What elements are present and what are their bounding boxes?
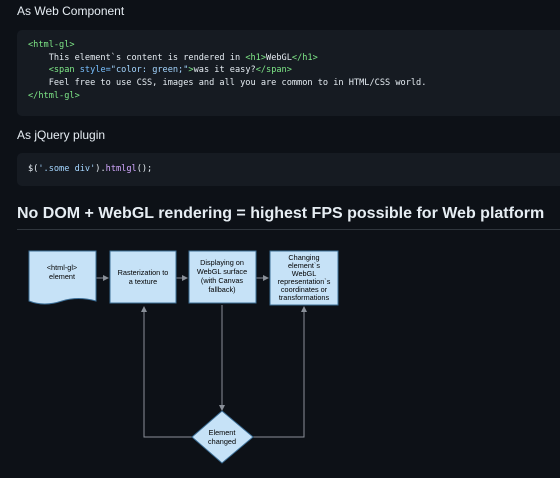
edge-changed-to-changing <box>253 306 307 438</box>
code-token: </html-gl> <box>28 90 80 101</box>
node-label: (with Canvas <box>201 276 244 285</box>
code-token: <span <box>48 65 75 76</box>
node-label: Rasterization to <box>118 268 169 277</box>
node-label: a texture <box>129 277 157 286</box>
node-changing: Changing element`s WebGL representation`… <box>269 250 339 306</box>
node-label: element <box>49 272 75 281</box>
node-label: WebGL surface <box>197 267 247 276</box>
code-line-1: $('.some div').htmlgl(); <box>28 163 560 176</box>
code-token: htmlgl <box>105 164 137 174</box>
diagram-section-heading: No DOM + WebGL rendering = highest FPS p… <box>17 205 545 222</box>
code-line-3: <span style="color: green;">was it easy?… <box>28 64 560 77</box>
node-element-changed: Element changed <box>191 410 254 464</box>
node-label: Element <box>209 428 236 437</box>
node-label: Changing <box>288 253 319 262</box>
node-label: fallback) <box>208 285 235 294</box>
code-token: was it easy? <box>193 65 256 76</box>
node-label: transformations <box>279 293 330 302</box>
code-token: This element`s content is rendered in <box>28 52 246 63</box>
code-token: $( <box>28 164 39 174</box>
code-token: '.some div' <box>38 164 96 174</box>
node-label: changed <box>208 437 236 446</box>
node-label: Displaying on <box>200 258 244 267</box>
jquery-plugin-heading: As jQuery plugin <box>17 128 106 142</box>
code-line-5: </html-gl> <box>28 90 560 103</box>
node-label: coordinates or <box>281 285 328 294</box>
web-component-heading: As Web Component <box>17 4 125 18</box>
code-token: </span> <box>255 65 292 76</box>
code-line-4: Feel free to use CSS, images and all you… <box>28 77 560 90</box>
code-token: "color: green;" <box>110 65 189 76</box>
node-label: element`s <box>288 261 320 270</box>
diagram-edges <box>96 275 307 438</box>
web-component-code-block[interactable]: <html-gl> This element`s content is rend… <box>17 30 560 116</box>
code-line-2: This element`s content is rendered in <h… <box>28 52 560 65</box>
code-token: > <box>188 65 194 76</box>
code-token: </h1> <box>291 52 318 63</box>
code-token: Feel free to use CSS, images and all you… <box>28 78 427 89</box>
edge-changed-to-raster <box>141 306 192 438</box>
node-rasterization: Rasterization to a texture <box>109 250 177 304</box>
heading-divider <box>17 229 560 230</box>
code-token: (); <box>136 164 153 174</box>
node-displaying: Displaying on WebGL surface (with Canvas… <box>188 250 257 304</box>
node-html-gl-element: <html-gl> element <box>28 250 97 305</box>
node-label: WebGL <box>292 269 317 278</box>
code-line-1: <html-gl> <box>28 39 560 52</box>
code-token: ). <box>95 164 106 174</box>
code-token: style= <box>74 65 111 76</box>
code-token: <h1> <box>245 52 267 63</box>
code-token: <html-gl> <box>28 40 75 50</box>
node-label: <html-gl> <box>47 263 77 272</box>
jquery-code-block[interactable]: $('.some div').htmlgl(); <box>17 153 560 186</box>
node-label: representation`s <box>278 277 331 286</box>
code-token: WebGL <box>266 52 292 63</box>
